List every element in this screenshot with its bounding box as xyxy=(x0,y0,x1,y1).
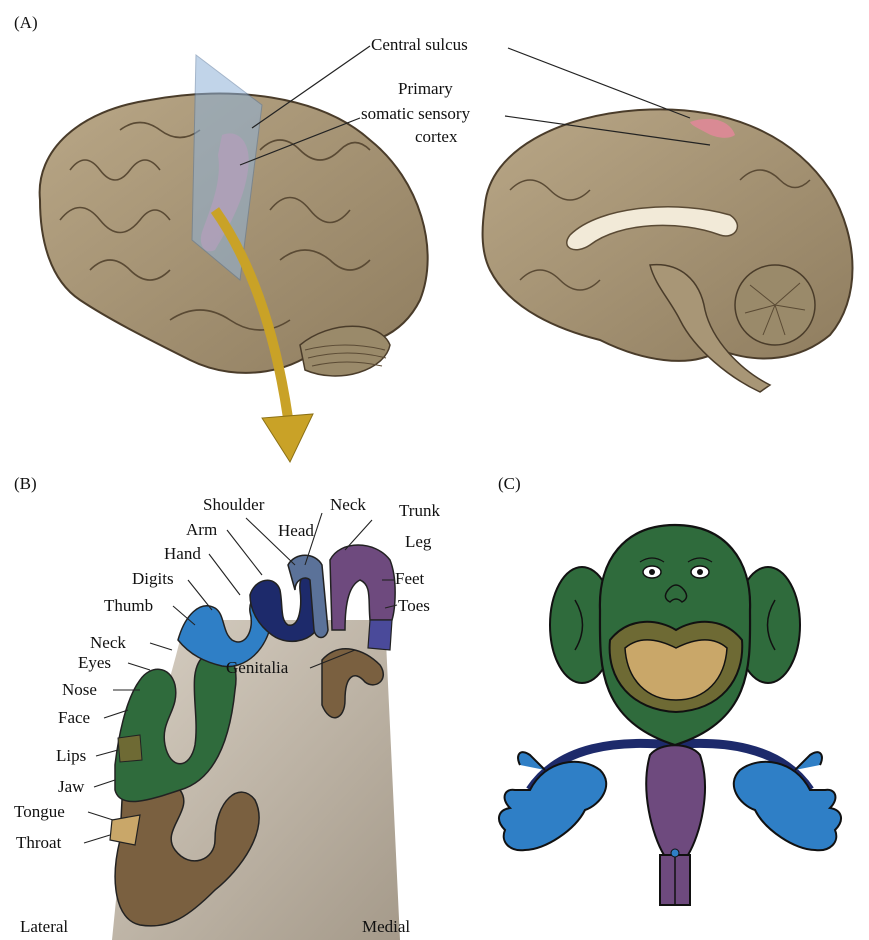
label-central-sulcus: Central sulcus xyxy=(371,36,468,54)
label-cortex: cortex xyxy=(415,128,457,146)
label-jaw: Jaw xyxy=(58,778,84,796)
cortex-section xyxy=(110,545,400,940)
panel-b-label: (B) xyxy=(14,475,37,493)
label-nose: Nose xyxy=(62,681,97,699)
label-lateral: Lateral xyxy=(20,918,68,936)
label-eyes: Eyes xyxy=(78,654,111,672)
label-somatic-sensory: somatic sensory xyxy=(361,105,470,123)
label-neck-top: Neck xyxy=(330,496,366,514)
label-arm: Arm xyxy=(186,521,217,539)
label-lips: Lips xyxy=(56,747,86,765)
label-thumb: Thumb xyxy=(104,597,153,615)
label-trunk: Trunk xyxy=(399,502,440,520)
label-primary: Primary xyxy=(398,80,453,98)
label-face: Face xyxy=(58,709,90,727)
label-feet: Feet xyxy=(395,570,424,588)
homunculus xyxy=(499,525,841,905)
label-toes: Toes xyxy=(398,597,430,615)
label-genitalia: Genitalia xyxy=(226,659,288,677)
label-leg: Leg xyxy=(405,533,431,551)
panel-c-label: (C) xyxy=(498,475,521,493)
label-digits: Digits xyxy=(132,570,174,588)
label-head: Head xyxy=(278,522,314,540)
label-medial: Medial xyxy=(362,918,410,936)
label-hand: Hand xyxy=(164,545,201,563)
panel-a-label: (A) xyxy=(14,14,38,32)
label-neck-side: Neck xyxy=(90,634,126,652)
label-shoulder: Shoulder xyxy=(203,496,264,514)
medial-brain xyxy=(483,109,853,392)
label-tongue: Tongue xyxy=(14,803,65,821)
label-throat: Throat xyxy=(16,834,61,852)
